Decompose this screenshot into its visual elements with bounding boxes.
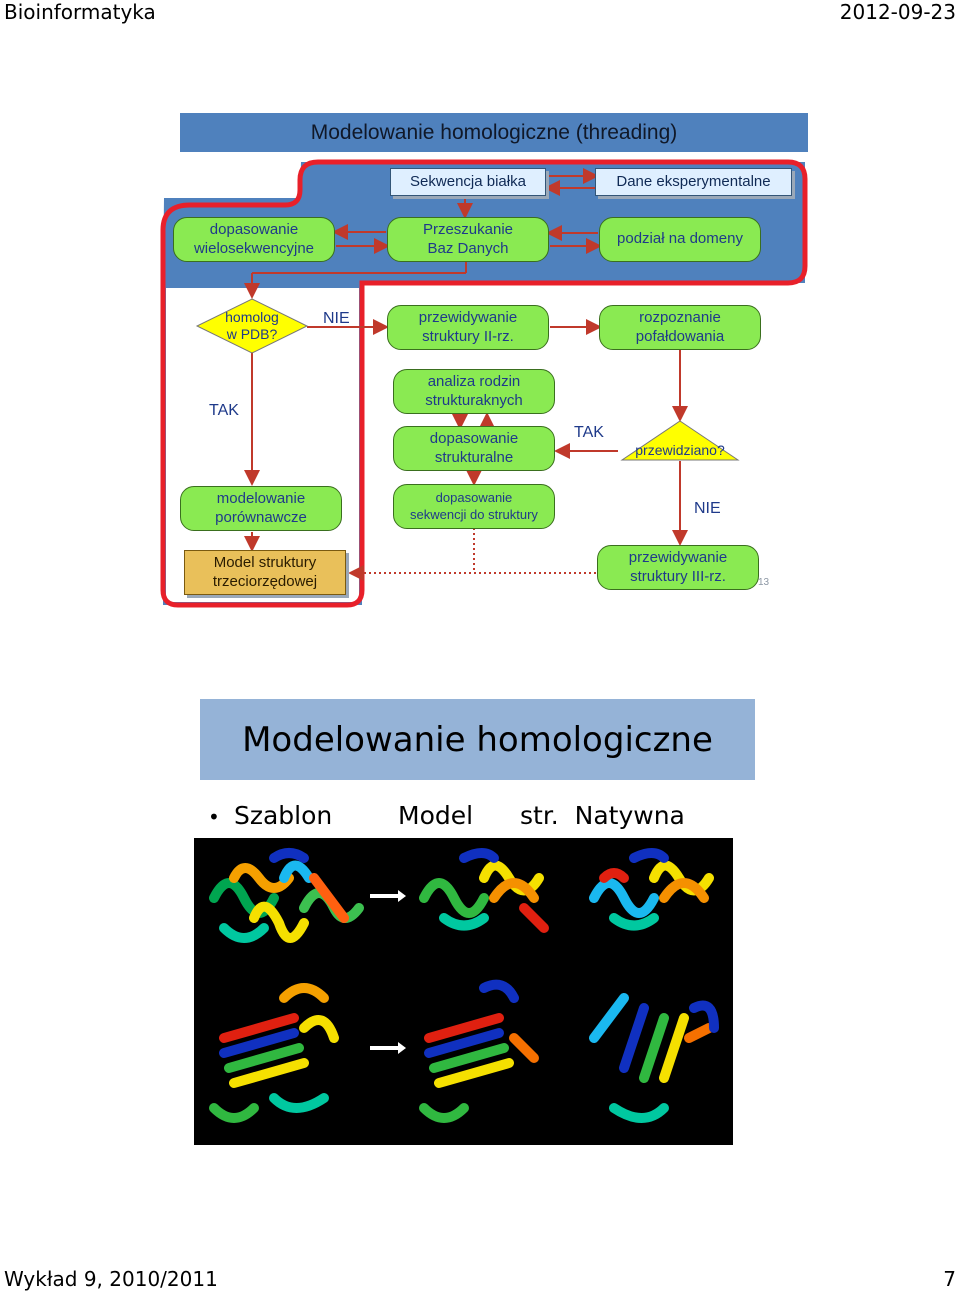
node-line: strukturaknych (425, 391, 523, 409)
label-model: Model (398, 801, 474, 830)
label-natywna: str. Natywna (520, 801, 685, 830)
native-structure-top (589, 848, 714, 931)
label-tak: TAK (209, 402, 239, 419)
decision-homolog-shape (195, 298, 309, 354)
node-line: dopasowanie (429, 429, 519, 447)
node-line: struktury III-rz. (630, 567, 726, 585)
node-line: przewidywanie (628, 548, 728, 566)
slide-title: Modelowanie homologiczne (threading) (180, 113, 808, 152)
template-structure-top (209, 848, 364, 943)
bullet-icon: • (208, 805, 220, 829)
slide2-title: Modelowanie homologiczne (200, 699, 755, 780)
slide-threading: Modelowanie homologiczne (threading) (0, 0, 960, 620)
node-dane-eksperymentalne: Dane eksperymentalne (595, 168, 792, 196)
decision-przewidziano: przewidziano? (635, 442, 725, 459)
node-line: struktury II-rz. (422, 327, 514, 345)
node-line: Baz Danych (427, 239, 509, 257)
node-line: sekwencji do struktury (410, 506, 538, 522)
node-line: strukturalne (434, 448, 514, 466)
node-line: trzeciorzędowej (212, 572, 318, 590)
node-line: dopasowanie (435, 490, 513, 506)
lecture-label: Wykład 9, 2010/2011 (4, 1267, 218, 1291)
node-sekwencja-bialka: Sekwencja białka (390, 168, 546, 196)
red-frame (160, 159, 808, 608)
node-line: analiza rodzin (427, 372, 521, 390)
node-line: Model struktury (213, 553, 317, 571)
model-structure-top (419, 848, 549, 933)
node-line: wielosekwencyjne (193, 239, 315, 257)
label-szablon: Szablon (234, 801, 333, 830)
protein-structure-rainbow-icon (209, 848, 719, 1123)
node-line: modelowanie (216, 489, 306, 507)
node-line: rozpoznanie (639, 308, 721, 326)
node-podzial-na-domeny: podział na domeny (599, 217, 761, 262)
decision-przewidziano-shape (620, 420, 740, 461)
node-line: przewidywanie (418, 308, 518, 326)
node-line: porównawcze (215, 508, 307, 526)
native-structure-bottom (589, 993, 719, 1123)
label-nie: NIE (323, 310, 350, 327)
node-line: w PDB? (226, 326, 278, 342)
label-tak-2: TAK (574, 424, 604, 441)
protein-structures-image (194, 838, 733, 1145)
label-nie-2: NIE (694, 500, 721, 517)
node-line: homolog (225, 308, 279, 325)
slide-number: 13 (758, 577, 770, 588)
model-structure-bottom (419, 979, 539, 1123)
page-number: 7 (943, 1267, 956, 1291)
document-title: Bioinformatyka (4, 0, 156, 24)
node-line: pofałdowania (635, 327, 725, 345)
document-date: 2012-09-23 (839, 0, 956, 24)
template-structure-bottom (209, 983, 339, 1123)
node-line: Przeszukanie (422, 220, 514, 238)
node-line: dopasowanie (209, 220, 299, 238)
